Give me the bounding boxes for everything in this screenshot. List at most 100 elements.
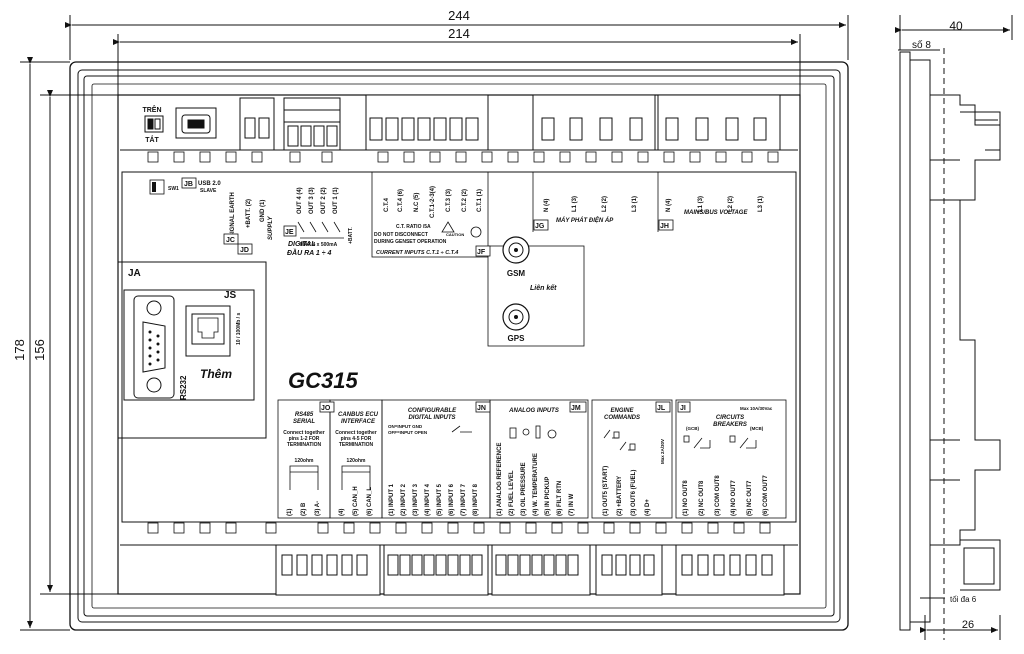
svg-text:SIGNAL EARTH: SIGNAL EARTH (230, 192, 236, 237)
svg-text:(3) INPUT 3: (3) INPUT 3 (413, 483, 419, 516)
svg-text:(GCB): (GCB) (686, 426, 699, 431)
switch-on-label: TRÊN (142, 105, 161, 114)
svg-text:GND (1): GND (1) (260, 200, 266, 222)
dim-inner-width: 214 (448, 26, 470, 41)
svg-text:Connect together: Connect together (335, 430, 376, 436)
svg-text:L1 (3): L1 (3) (572, 196, 578, 212)
svg-text:(3) A-: (3) A- (315, 501, 321, 516)
svg-text:(4) INPUT 4: (4) INPUT 4 (425, 483, 431, 516)
dim-side-depth: 40 (949, 19, 963, 33)
jf-block: JF GSM Liên kết GPS (475, 236, 585, 347)
rs232-label: RS232 (179, 375, 188, 400)
svg-text:(8) INPUT 8: (8) INPUT 8 (473, 483, 479, 516)
svg-text:C.T.4 (6): C.T.4 (6) (398, 189, 404, 212)
svg-text:(4): (4) (339, 509, 345, 516)
rs232-port-icon (142, 321, 166, 373)
top-connectors (144, 94, 781, 151)
svg-text:(1) OUT5 (START): (1) OUT5 (START) (603, 466, 609, 516)
dim-outer-height: 178 (12, 339, 27, 361)
svg-text:(6) INPUT 6: (6) INPUT 6 (449, 483, 455, 516)
side-view (899, 48, 1001, 640)
svg-text:+BATT. (2): +BATT. (2) (246, 199, 252, 228)
svg-text:INTERFACE: INTERFACE (341, 419, 376, 425)
svg-text:N (4): N (4) (544, 199, 550, 212)
svg-text:120ohm: 120ohm (295, 458, 314, 464)
ja-code: JA (128, 268, 141, 279)
svg-text:(6) FILT RTN: (6) FILT RTN (557, 481, 563, 516)
bottom-connectors (275, 544, 785, 596)
svg-text:L3 (1): L3 (1) (632, 196, 638, 212)
je-block: OUT 4 (4) OUT 3 (3) OUT 2 (2) OUT 1 (1) … (283, 187, 354, 257)
svg-text:(6) CAN_L: (6) CAN_L (367, 487, 373, 516)
top-tabs (147, 151, 779, 163)
svg-text:(2) NC OUT8: (2) NC OUT8 (699, 480, 705, 516)
jl-code: JL (657, 405, 666, 412)
svg-text:C.T.2 (2): C.T.2 (2) (462, 189, 468, 212)
svg-text:(1) INPUT 1: (1) INPUT 1 (389, 483, 395, 516)
svg-text:USB 2.0: USB 2.0 (198, 181, 221, 187)
je-code: JE (285, 229, 294, 236)
them-label: Thêm (200, 367, 232, 381)
svg-text:C.T.3 (3): C.T.3 (3) (446, 189, 452, 212)
svg-text:OFF=INPUT OPEN: OFF=INPUT OPEN (388, 430, 427, 435)
jg-label: MÁY PHÁT ĐIỆN ÁP (556, 216, 614, 224)
svg-text:L1 (3): L1 (3) (698, 196, 704, 212)
svg-text:C.T.4: C.T.4 (384, 197, 390, 212)
svg-text:DURING GENSET OPERATION: DURING GENSET OPERATION (374, 239, 447, 245)
svg-text:pins 4-5 FOR: pins 4-5 FOR (341, 436, 372, 442)
switch-off-label: TẮT (145, 135, 159, 144)
svg-text:(2) B: (2) B (301, 502, 307, 516)
svg-text:(7) INPUT 7: (7) INPUT 7 (461, 483, 467, 516)
svg-text:Connect together: Connect together (283, 430, 324, 436)
svg-text:ANALOG INPUTS: ANALOG INPUTS (508, 408, 559, 414)
svg-text:(2) FUEL LEVEL: (2) FUEL LEVEL (509, 470, 515, 516)
jm-block: JM ANALOG INPUTS (1) ANALOG REFERENCE (2… (497, 401, 587, 516)
svg-text:SLAVE: SLAVE (200, 188, 217, 194)
svg-text:Max 10A/30Vac: Max 10A/30Vac (740, 406, 773, 411)
svg-text:CONFIGURABLE: CONFIGURABLE (408, 408, 457, 414)
svg-text:SUPPLY: SUPPLY (268, 215, 274, 240)
jh-block: N (4) L1 (3) L2 (2) L3 (1) MAINS/BUS VOL… (657, 172, 764, 232)
svg-text:+BATT.: +BATT. (348, 227, 354, 244)
svg-text:SERIAL: SERIAL (293, 419, 315, 425)
jb-block: SW1 USB 2.0 SLAVE JB (149, 177, 221, 195)
dim-side-max: tối đa 6 (950, 595, 977, 604)
svg-text:CIRCUITS: CIRCUITS (716, 415, 744, 421)
svg-text:OUT 1 (1): OUT 1 (1) (333, 187, 339, 214)
jh-label: MAINS/BUS VOLTAGE (684, 210, 748, 216)
svg-text:MAX 4 x 500mA: MAX 4 x 500mA (300, 242, 338, 248)
svg-text:(1) NO OUT8: (1) NO OUT8 (683, 480, 689, 516)
svg-text:(MCB): (MCB) (750, 426, 764, 431)
svg-text:(3) COM OUT8: (3) COM OUT8 (715, 475, 721, 516)
svg-text:BREAKERS: BREAKERS (713, 422, 747, 428)
jf-code: JF (477, 249, 486, 256)
model-title: GC315 (288, 368, 358, 393)
svg-text:(2) INPUT 2: (2) INPUT 2 (401, 483, 407, 516)
gps-label: GPS (508, 334, 526, 343)
svg-text:(5) INPUT 5: (5) INPUT 5 (437, 483, 443, 516)
svg-text:pins 1-2 FOR: pins 1-2 FOR (289, 436, 320, 442)
svg-text:C.T. RATIO /5A: C.T. RATIO /5A (396, 224, 431, 230)
svg-text:OUT 4 (4): OUT 4 (4) (297, 187, 303, 214)
jo-block: JO CANBUS ECU INTERFACE Connect together… (319, 401, 379, 516)
jc-code: JC (226, 237, 235, 244)
svg-text:L3 (1): L3 (1) (758, 196, 764, 212)
svg-text:SW1: SW1 (168, 186, 179, 192)
svg-text:120ohm: 120ohm (347, 458, 366, 464)
je-outputs-label: ĐẦU RA 1 ÷ 4 (287, 247, 332, 257)
svg-text:ENGINE: ENGINE (610, 408, 634, 414)
svg-text:N.C (5): N.C (5) (414, 193, 420, 212)
jn-code: JN (477, 405, 486, 412)
bottom-section-frames (277, 399, 787, 519)
svg-text:(7) IN W: (7) IN W (569, 493, 575, 516)
svg-text:(5) NC OUT7: (5) NC OUT7 (747, 480, 753, 516)
ji-block: JI Max 10A/30Vac CIRCUITS BREAKERS (GCB)… (677, 401, 773, 516)
svg-text:N (4): N (4) (666, 199, 672, 212)
svg-text:C.T.1-2-3(4): C.T.1-2-3(4) (430, 186, 436, 218)
svg-text:(3) OIL PRESSURE: (3) OIL PRESSURE (521, 462, 527, 516)
ji-code: JI (680, 405, 686, 412)
jm-code: JM (571, 405, 581, 412)
svg-text:OUT 2 (2): OUT 2 (2) (321, 187, 327, 214)
js-code: JS (224, 290, 237, 301)
